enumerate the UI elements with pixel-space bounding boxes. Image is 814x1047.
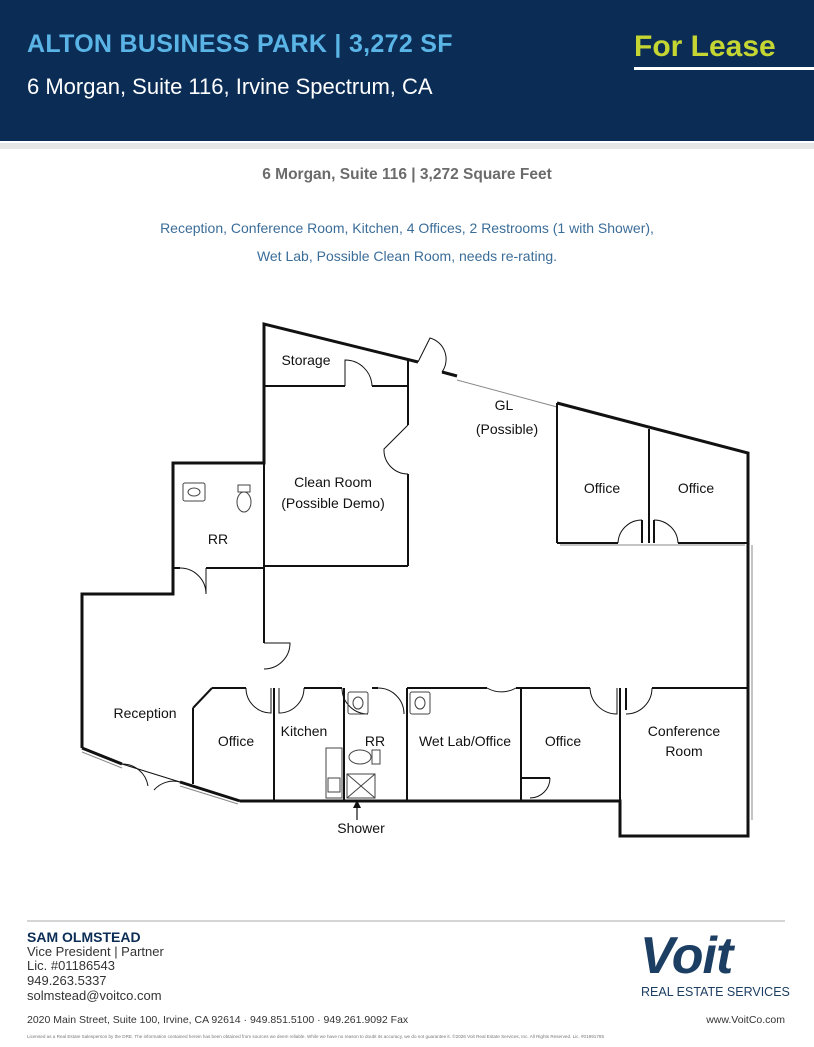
room-label-office-4: Office	[545, 733, 582, 749]
exterior-walls	[80, 322, 750, 838]
room-label-office-1: Office	[584, 480, 621, 496]
lab-sink-icon	[409, 691, 431, 715]
toilet-icon-lower	[348, 749, 372, 765]
header-divider	[0, 143, 814, 149]
room-label-office-2: Office	[678, 480, 715, 496]
for-lease-underline	[634, 67, 814, 70]
agent-name: SAM OLMSTEAD	[27, 929, 141, 945]
page-title: ALTON BUSINESS PARK | 3,272 SF	[27, 30, 453, 58]
suite-summary: 6 Morgan, Suite 116 | 3,272 Square Feet	[262, 166, 552, 183]
sink-icon	[182, 482, 206, 502]
room-label-conference-room: Room	[665, 743, 702, 759]
toilet-icon	[237, 484, 251, 493]
room-label-clean-room: Clean Room	[294, 474, 372, 490]
room-label-gl-possible: (Possible)	[476, 421, 538, 437]
office-address: 2020 Main Street, Suite 100, Irvine, CA …	[27, 1014, 409, 1026]
logo-tagline: REAL ESTATE SERVICES	[641, 985, 790, 999]
room-label-rr-lower: RR	[365, 733, 385, 749]
room-label-office-3: Office	[218, 733, 255, 749]
shower-icon	[346, 773, 376, 799]
room-label-conference: Conference	[648, 723, 721, 739]
agent-phone: 949.263.5337	[27, 973, 107, 989]
description-line-2: Wet Lab, Possible Clean Room, needs re-r…	[256, 248, 558, 264]
room-label-wet-lab: Wet Lab/Office	[419, 733, 511, 749]
agent-license: Lic. #01186543	[27, 958, 115, 974]
for-lease-label: For Lease	[634, 30, 776, 63]
room-label-storage: Storage	[281, 352, 330, 368]
footer-divider	[27, 920, 785, 922]
description-line-1: Reception, Conference Room, Kitchen, 4 O…	[160, 220, 654, 236]
voit-logo: Voit	[640, 927, 733, 985]
shower-arrow-icon	[353, 800, 361, 820]
sink-icon-lower	[347, 691, 369, 715]
room-label-shower: Shower	[337, 820, 385, 836]
interior-walls	[173, 360, 748, 801]
agent-email[interactable]: solmstead@voitco.com	[27, 987, 162, 1003]
legal-disclaimer: Licensed as a Real Estate Salesperson by…	[27, 1034, 604, 1039]
plumbing-fixtures	[182, 482, 431, 799]
website-link[interactable]: www.VoitCo.com	[706, 1014, 785, 1026]
kitchen-sink-icon	[327, 777, 341, 793]
room-labels: Storage GL (Possible) Clean Room (Possib…	[113, 352, 720, 836]
agent-contact-block: SAM OLMSTEAD Vice President | Partner Li…	[27, 930, 164, 1004]
floor-plan: Storage GL (Possible) Clean Room (Possib…	[80, 322, 753, 838]
room-label-gl: GL	[495, 397, 514, 413]
header-banner: ALTON BUSINESS PARK | 3,272 SF 6 Morgan,…	[0, 0, 814, 141]
room-label-kitchen: Kitchen	[281, 723, 328, 739]
room-label-rr-upper: RR	[208, 531, 228, 547]
room-label-clean-room-sub: (Possible Demo)	[281, 495, 384, 511]
kitchen-counter	[325, 747, 343, 799]
room-label-reception: Reception	[113, 705, 176, 721]
door-swings	[121, 337, 679, 799]
window-glazing	[81, 379, 753, 820]
agent-title: Vice President | Partner	[27, 943, 164, 959]
property-address: 6 Morgan, Suite 116, Irvine Spectrum, CA	[27, 74, 433, 99]
